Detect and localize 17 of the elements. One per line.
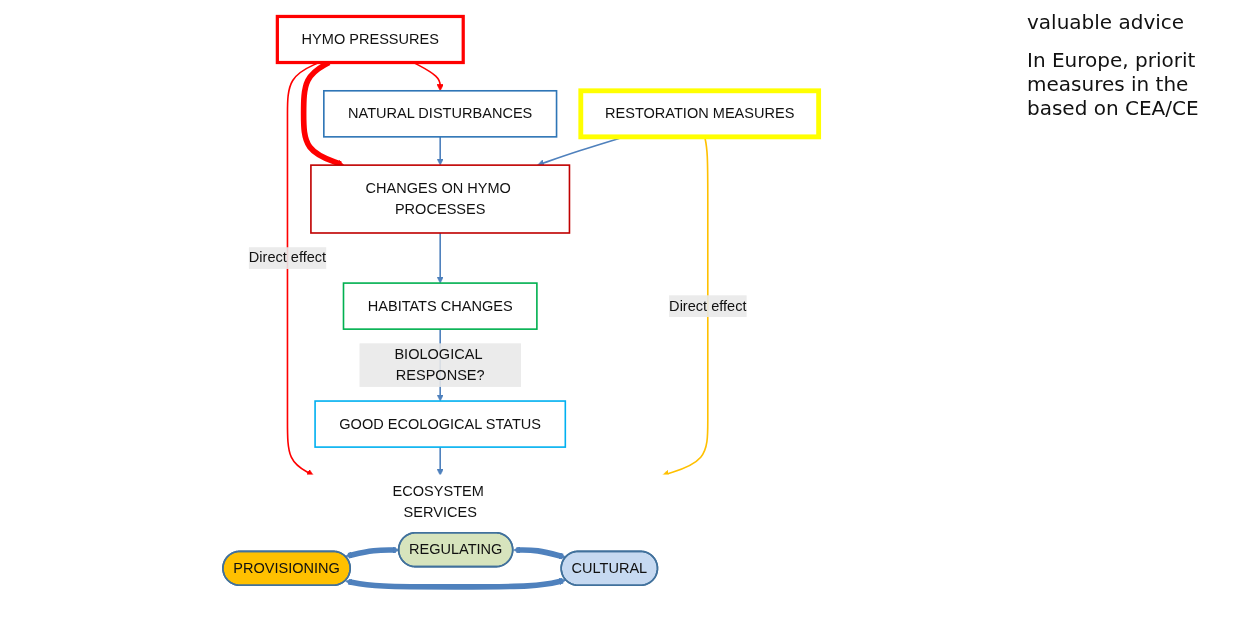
node-text: ECOSYSTEM SERVICES xyxy=(392,482,484,521)
edge-label: Direct effect xyxy=(248,249,326,266)
node-box: GOOD ECOLOGICAL STATUS xyxy=(314,400,566,448)
arrow xyxy=(345,577,567,590)
node-box: RESTORATION MEASURES xyxy=(578,88,821,140)
note-text: valuable advice xyxy=(1027,10,1185,34)
node-box: CHANGES ON HYMO PROCESSES xyxy=(309,164,571,234)
node-box: HABITATS CHANGES xyxy=(342,282,538,330)
arrow xyxy=(436,446,444,476)
arrow xyxy=(436,232,444,284)
edge-label: BIOLOGICAL RESPONSE? xyxy=(394,345,485,384)
arrow xyxy=(436,136,444,166)
arrow xyxy=(512,546,567,560)
node-box: NATURAL DISTURBANCES xyxy=(322,90,558,138)
node-box: HYMO PRESSURES xyxy=(275,14,465,65)
note-text: In Europe, priorit measures in the based on CEA/CE xyxy=(1027,48,1199,120)
edge-label: Direct effect xyxy=(668,297,747,314)
